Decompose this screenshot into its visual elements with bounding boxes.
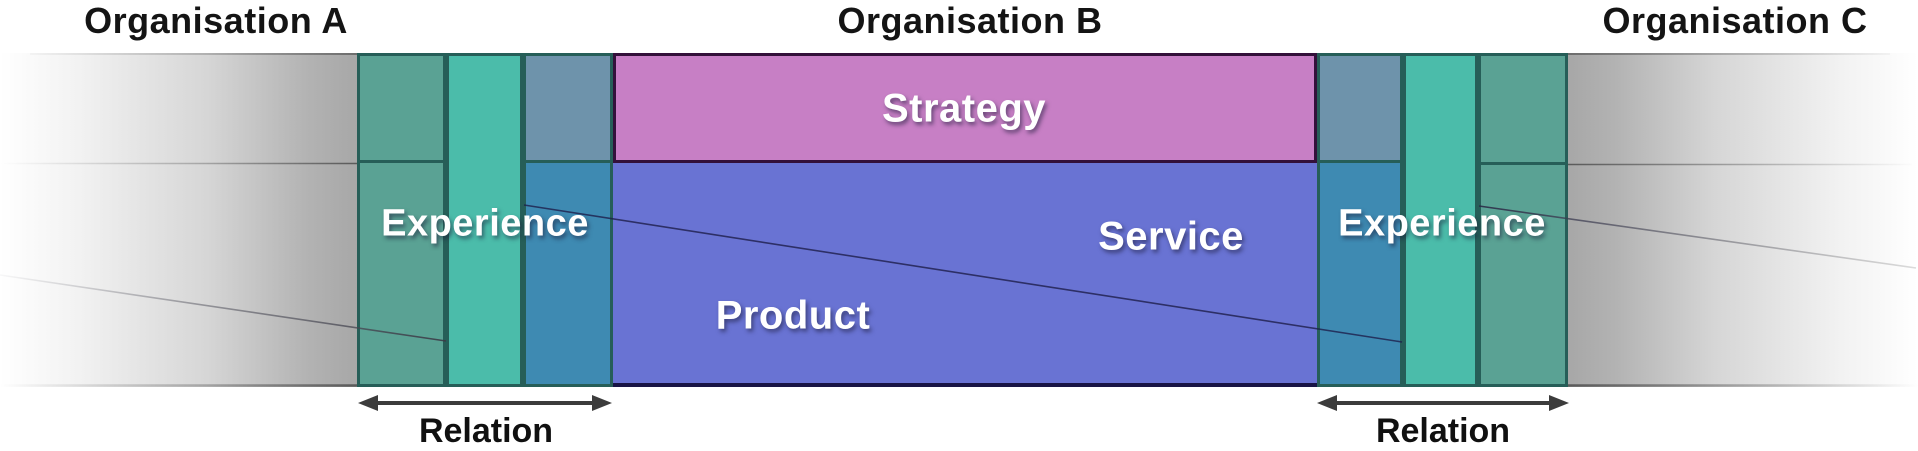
experience-left-label: Experience (381, 202, 589, 245)
right-col1-top-cell (1317, 53, 1403, 163)
product-label: Product (715, 293, 871, 338)
right-col2-full-cell (1403, 53, 1478, 387)
right-relation-label: Relation (1375, 412, 1511, 450)
org-b-title: Organisation B (837, 0, 1103, 41)
left-col3-top-cell (523, 53, 613, 163)
strategy-block (613, 53, 1317, 163)
service-label: Service (1098, 214, 1244, 259)
right-col3-top-cell (1478, 53, 1568, 165)
org-c-title: Organisation C (1602, 0, 1868, 41)
left-relation-double-arrow-icon (358, 395, 612, 411)
right-col3-bottom-cell (1478, 165, 1568, 387)
right-col1-bottom-cell (1317, 163, 1403, 387)
experience-right-label: Experience (1338, 202, 1546, 245)
left-col3-bottom-cell (523, 163, 613, 387)
strategy-label: Strategy (881, 86, 1047, 131)
org-a-title: Organisation A (84, 0, 348, 41)
org-c-gradient-panel (1568, 53, 1918, 387)
left-col1-bottom-cell (357, 163, 446, 387)
left-col1-top-cell (357, 53, 446, 163)
product-service-block (613, 163, 1317, 387)
left-relation-label: Relation (418, 412, 554, 450)
org-a-gradient-panel (0, 53, 357, 387)
right-relation-double-arrow-icon (1317, 395, 1569, 411)
left-col2-full-cell (446, 53, 523, 387)
